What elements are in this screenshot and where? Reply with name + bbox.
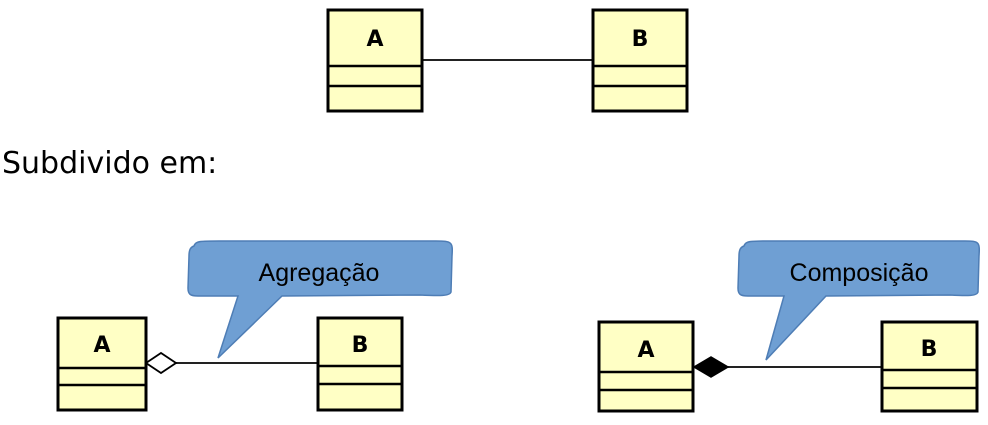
top-class-b-name: B [632, 27, 649, 52]
composition-callout: Composição [737, 240, 981, 361]
top-class-a: A [326, 8, 424, 113]
top-class-b: B [591, 8, 689, 113]
composition-class-a-name: A [637, 338, 654, 363]
aggregation-group: A B Agregação [56, 240, 454, 412]
composition-label: Composição [790, 259, 929, 287]
aggregation-label: Agregação [259, 259, 380, 287]
composition-class-b: B [880, 320, 979, 413]
composition-group: A B Composição [597, 240, 981, 413]
hollow-diamond-icon [144, 351, 178, 375]
aggregation-class-a: A [56, 316, 148, 412]
top-association-group: A B [326, 8, 689, 113]
composition-class-b-name: B [921, 337, 938, 362]
composition-class-a: A [597, 320, 695, 413]
aggregation-class-b-name: B [352, 333, 369, 358]
aggregation-callout: Agregação [187, 240, 454, 359]
aggregation-class-b: B [316, 316, 404, 412]
top-class-a-name: A [366, 27, 383, 52]
caption-text: Subdivido em: [2, 146, 218, 181]
filled-diamond-icon [692, 356, 730, 378]
aggregation-class-a-name: A [93, 333, 110, 358]
